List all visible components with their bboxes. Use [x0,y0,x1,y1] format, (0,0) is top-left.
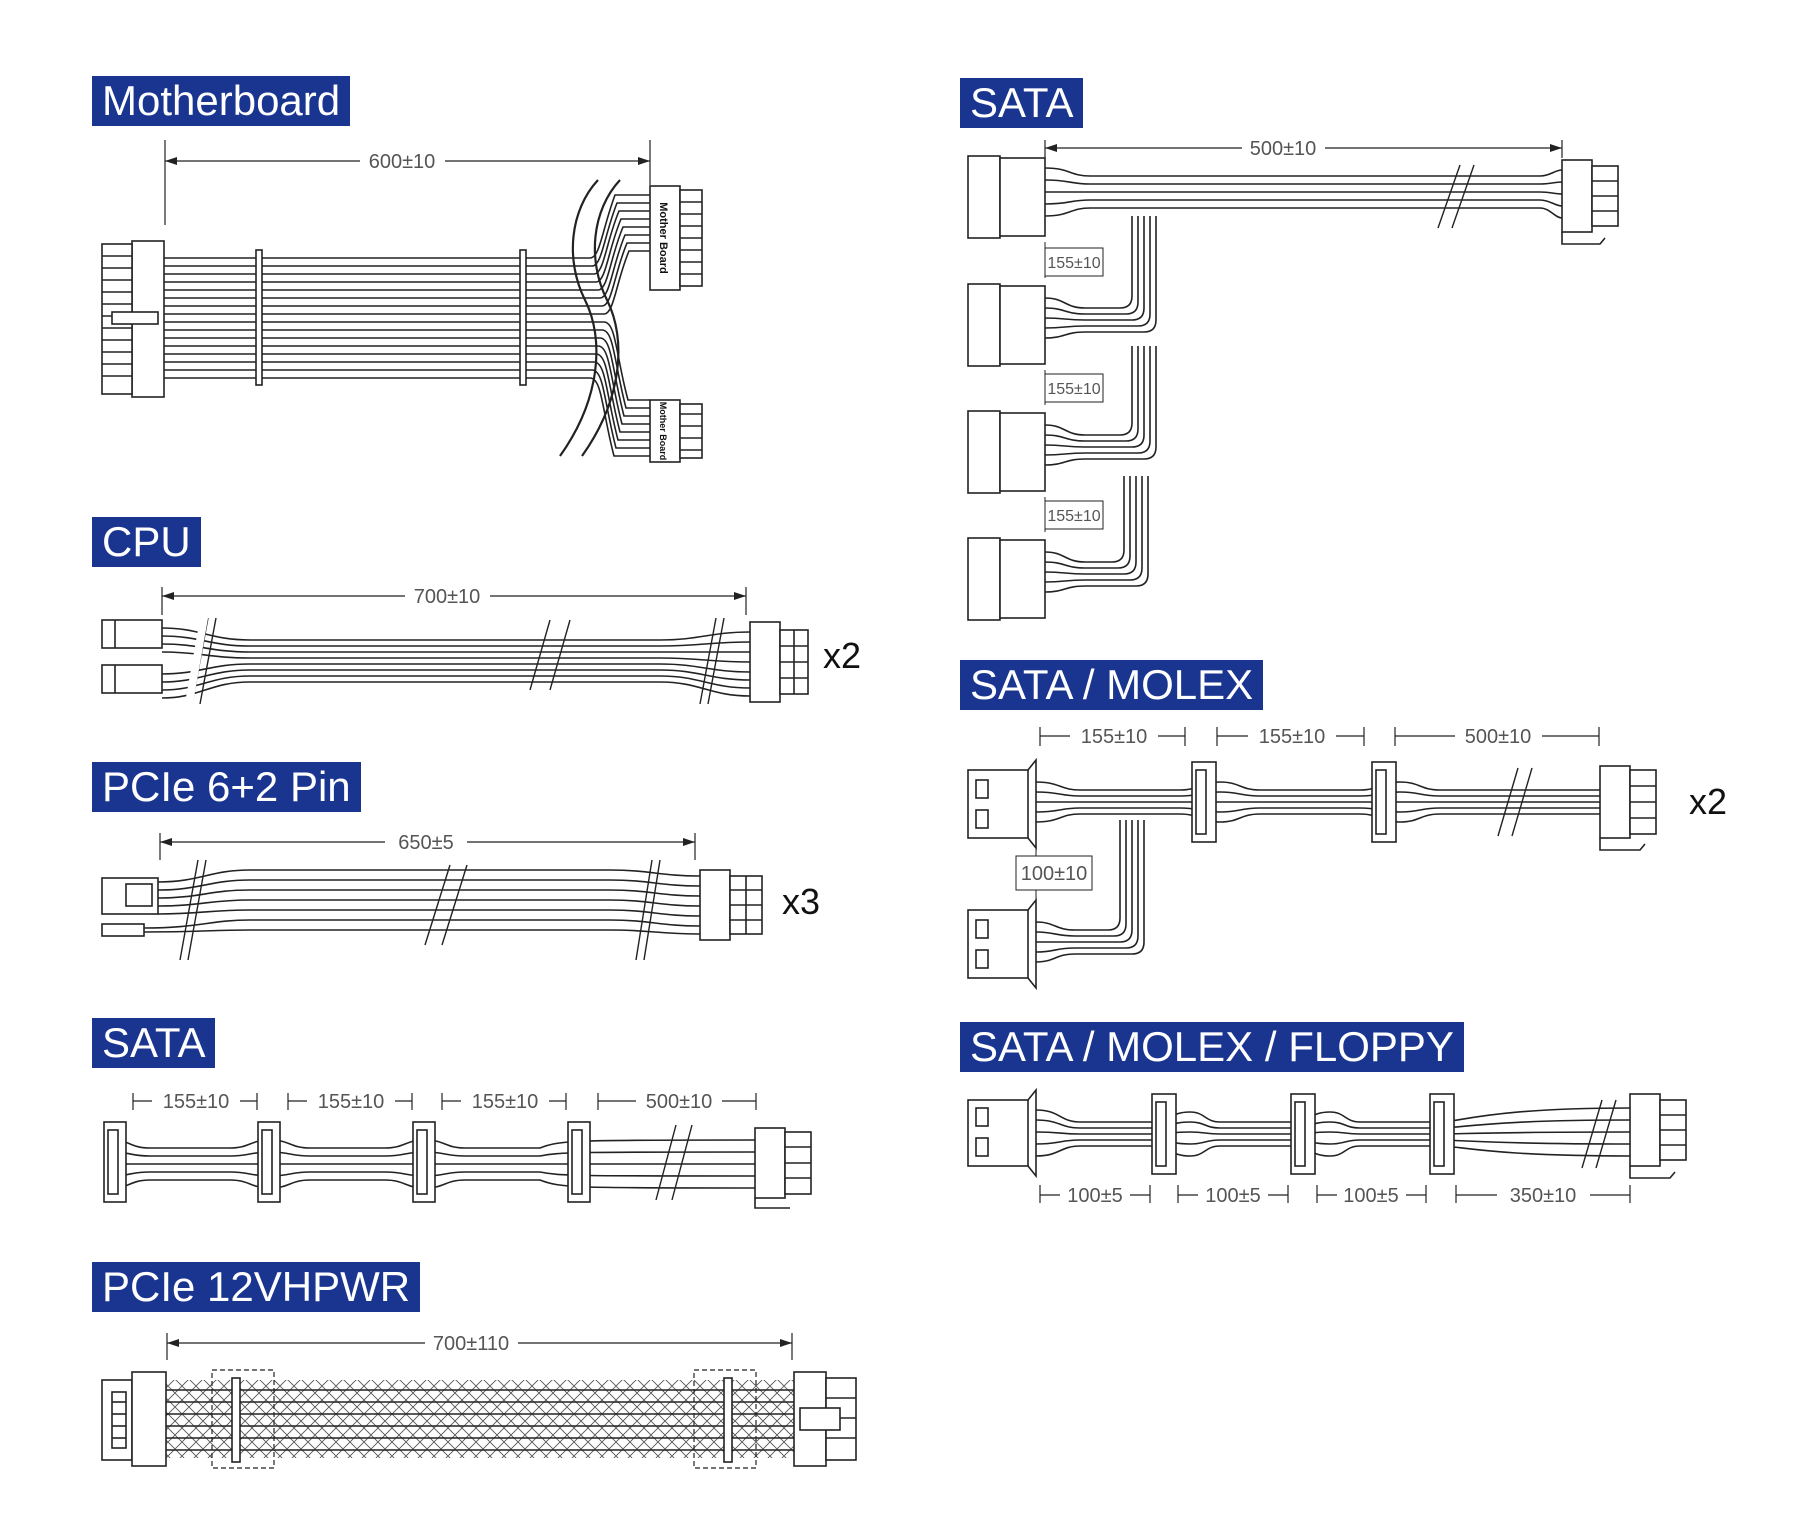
sata-right-branch-dim-3: 155±10 [1047,508,1100,525]
cpu-dim-label: 700±10 [414,586,481,608]
sata-molex-dim-1: 155±10 [1081,726,1148,748]
smf-dim-2: 100±5 [1205,1185,1260,1207]
sata-molex-multiplier: x2 [1689,781,1727,822]
sata-molex-dim-3: 500±10 [1465,726,1532,748]
sata-right-branch-dim-1: 155±10 [1047,255,1100,272]
smf-dim-4: 350±10 [1510,1185,1577,1207]
pcie62-multiplier: x3 [782,881,820,922]
sata-left-dim-1: 155±10 [163,1091,230,1113]
mother-board-label-2: Mother Board [658,402,668,461]
section-title-sata-molex-floppy: SATA / MOLEX / FLOPPY [960,1022,1464,1072]
smf-dim-3: 100±5 [1343,1185,1398,1207]
section-title-sata-right: SATA [960,78,1084,128]
pcie62-dim-label: 650±5 [398,832,453,854]
cpu-multiplier: x2 [823,635,861,676]
section-title-pcie-6-2: PCIe 6+2 Pin [92,762,361,812]
sata-molex-dim-2: 155±10 [1259,726,1326,748]
sata-right-branch-dim-2: 155±10 [1047,381,1100,398]
mother-board-label-1: Mother Board [657,202,669,274]
sata-left-dim-3: 155±10 [472,1091,539,1113]
sata-left-dim-2: 155±10 [318,1091,385,1113]
motherboard-dim-label: 600±10 [369,151,436,173]
pcie12v-dim-label: 700±110 [433,1333,509,1355]
sata-molex-branch-dim: 100±10 [1021,863,1088,885]
section-title-sata-molex: SATA / MOLEX [960,660,1264,710]
section-title-cpu: CPU [92,517,201,567]
section-title-motherboard: Motherboard [92,76,351,126]
section-title-pcie-12vhpwr: PCIe 12VHPWR [92,1262,421,1312]
smf-dim-1: 100±5 [1067,1185,1122,1207]
section-title-sata-left: SATA [92,1018,216,1068]
sata-right-main-dim: 500±10 [1250,138,1317,160]
sata-left-dim-4: 500±10 [646,1091,713,1113]
